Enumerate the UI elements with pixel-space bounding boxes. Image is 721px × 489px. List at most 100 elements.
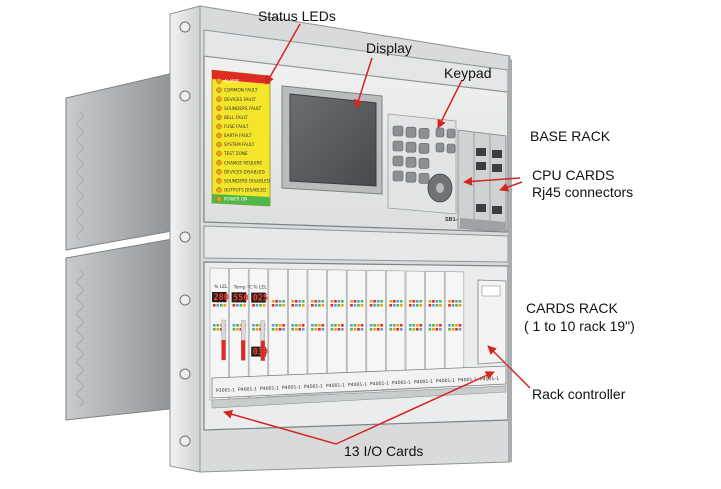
card-led bbox=[435, 324, 439, 327]
card-readout-bg bbox=[251, 292, 266, 303]
card-strip-label: P4001-1 bbox=[260, 385, 279, 392]
card-led bbox=[341, 324, 344, 327]
card-led bbox=[294, 300, 298, 303]
keypad-key bbox=[405, 156, 417, 168]
card-led bbox=[389, 304, 392, 307]
card-led bbox=[416, 300, 419, 303]
card-led bbox=[341, 300, 344, 303]
card-readout-bg bbox=[212, 292, 227, 302]
card-led bbox=[448, 300, 451, 303]
rack-controller-pointer bbox=[487, 345, 531, 389]
card-led bbox=[376, 324, 380, 327]
keypad-key bbox=[405, 141, 417, 153]
card-led bbox=[373, 328, 376, 331]
card-led bbox=[298, 300, 301, 303]
card-header: % LEL bbox=[214, 284, 228, 290]
card-strip-label: P4001-1 bbox=[326, 382, 345, 389]
card-led bbox=[236, 324, 239, 327]
card-led bbox=[380, 324, 383, 327]
card-led bbox=[330, 304, 334, 307]
card-led bbox=[399, 324, 403, 327]
card-led bbox=[294, 324, 298, 327]
card-readout: 025 bbox=[253, 294, 268, 304]
card-led bbox=[337, 324, 341, 327]
card-led bbox=[428, 300, 432, 303]
card-led bbox=[428, 328, 432, 331]
card-led bbox=[428, 324, 432, 327]
card-led bbox=[439, 304, 442, 307]
card-led bbox=[213, 304, 216, 307]
status-led-label: DEVICES DISABLED bbox=[224, 169, 265, 174]
status-leds-pointer bbox=[265, 23, 301, 85]
card-led bbox=[389, 324, 392, 327]
card-led bbox=[389, 300, 392, 303]
card-led bbox=[314, 324, 318, 327]
label-display: Display bbox=[366, 40, 412, 56]
card-led bbox=[321, 324, 325, 327]
card-led bbox=[291, 304, 294, 307]
card-led bbox=[458, 324, 462, 327]
status-led-label: FUSE FAULT bbox=[224, 124, 249, 129]
status-led-label: EARTH FAULT bbox=[224, 133, 252, 138]
keypad-key bbox=[392, 170, 404, 182]
status-led-icon bbox=[216, 178, 222, 184]
status-led-icon bbox=[216, 187, 222, 193]
status-led-icon bbox=[216, 87, 222, 93]
card-strip-label: P4001-1 bbox=[282, 384, 301, 391]
card-led bbox=[360, 328, 364, 331]
card-led bbox=[399, 328, 403, 331]
status-led-label: DEVICES FAULT bbox=[224, 97, 256, 102]
card-led bbox=[448, 328, 451, 331]
io-card bbox=[405, 270, 425, 390]
card-led bbox=[419, 324, 423, 327]
rj45-connectors bbox=[476, 148, 502, 214]
card-led bbox=[412, 324, 416, 327]
card-led bbox=[298, 324, 301, 327]
keypad-key bbox=[446, 143, 456, 154]
label-io-cards: 13 I/O Cards bbox=[344, 443, 424, 459]
card-led bbox=[278, 300, 282, 303]
card-led bbox=[220, 324, 223, 327]
status-led-label: CHANGE REQUIRE bbox=[224, 160, 262, 165]
card-led bbox=[412, 328, 416, 331]
status-led-icon bbox=[216, 132, 222, 139]
card-led bbox=[337, 300, 341, 303]
card-led bbox=[409, 328, 412, 331]
left-mounting-ear bbox=[169, 5, 201, 473]
card-led bbox=[419, 328, 423, 331]
card-led bbox=[239, 328, 243, 331]
card-led bbox=[350, 328, 353, 331]
card-led bbox=[321, 300, 325, 303]
card-led bbox=[255, 324, 259, 327]
status-led-icon bbox=[216, 150, 222, 157]
rack-side-panels bbox=[65, 71, 179, 421]
card-led bbox=[392, 324, 396, 327]
card-led bbox=[275, 328, 278, 331]
card-led bbox=[236, 328, 239, 331]
card-strip-label: P4001-1 bbox=[436, 378, 455, 385]
card-led bbox=[255, 304, 259, 307]
card-led bbox=[350, 324, 353, 327]
card-led bbox=[223, 304, 227, 307]
card-led bbox=[337, 304, 341, 307]
card-led bbox=[291, 300, 294, 303]
card-led bbox=[259, 324, 262, 327]
card-led bbox=[458, 304, 462, 307]
card-led bbox=[271, 324, 275, 327]
keypad-key bbox=[392, 140, 404, 152]
card-led bbox=[369, 328, 373, 331]
card-strip-label: P4001-1 bbox=[392, 380, 411, 387]
card-led bbox=[350, 300, 353, 303]
status-led-label: OUTPUTS DISABLED bbox=[224, 188, 266, 193]
cpu-cards-pointer bbox=[463, 176, 521, 186]
card-led bbox=[278, 304, 282, 307]
card-led bbox=[252, 324, 255, 327]
status-led-label: ALARM bbox=[224, 79, 239, 84]
card-led bbox=[435, 328, 439, 331]
card-led bbox=[458, 328, 462, 331]
keypad-key bbox=[392, 155, 404, 167]
card-led bbox=[353, 304, 357, 307]
card-led bbox=[373, 300, 376, 303]
status-led-icon bbox=[216, 114, 222, 121]
card-readout-bg bbox=[251, 346, 266, 357]
